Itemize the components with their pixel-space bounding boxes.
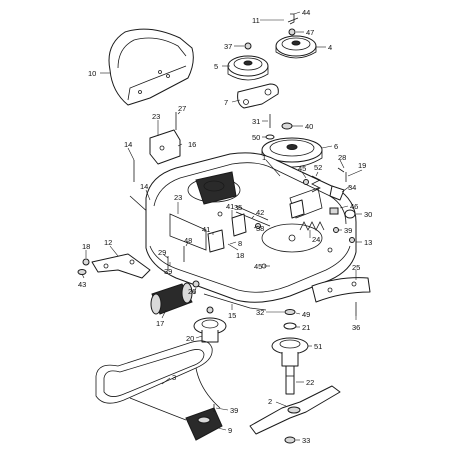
callout-14b: 14 xyxy=(140,182,148,191)
belt-cover-part xyxy=(108,28,194,106)
callout-11: 11 xyxy=(252,16,260,25)
callout-20: 20 xyxy=(186,334,194,343)
callout-labels: 1 2 3 4 5 6 7 8 9 10 11 12 13 14 14 15 1… xyxy=(78,8,372,445)
callout-28: 28 xyxy=(338,153,346,162)
front-bracket-12-part xyxy=(91,253,151,279)
callout-33: 33 xyxy=(302,436,310,445)
callout-18: 18 xyxy=(82,242,90,251)
callout-18b: 18 xyxy=(236,251,244,260)
callout-25: 25 xyxy=(352,263,360,272)
callout-4: 4 xyxy=(328,43,332,52)
right-stack-part xyxy=(329,207,356,243)
callout-46: 46 xyxy=(350,202,358,211)
callout-21: 21 xyxy=(302,323,310,332)
bracket-16-part xyxy=(149,112,181,165)
callout-19: 19 xyxy=(358,161,366,170)
callout-24: 24 xyxy=(312,235,320,244)
spindle-20-part xyxy=(193,306,227,343)
callout-43: 43 xyxy=(78,280,86,289)
callout-38: 38 xyxy=(256,224,264,233)
callout-13: 13 xyxy=(364,238,372,247)
callout-30: 30 xyxy=(364,210,372,219)
callout-5: 5 xyxy=(214,62,218,71)
callout-32: 32 xyxy=(256,308,264,317)
callout-51: 51 xyxy=(314,342,322,351)
spindle-pulley-part xyxy=(261,137,323,168)
nut-33-part xyxy=(284,436,296,444)
callout-52: 52 xyxy=(314,163,322,172)
callout-7: 7 xyxy=(224,98,228,107)
right-hardware-part xyxy=(289,167,347,219)
callout-42: 42 xyxy=(256,208,264,217)
callout-31: 31 xyxy=(252,117,260,126)
drive-belt-part xyxy=(95,340,221,421)
callout-26: 26 xyxy=(188,287,196,296)
callout-39c: 39 xyxy=(230,406,238,415)
callout-16: 16 xyxy=(188,140,196,149)
callout-34: 34 xyxy=(348,183,356,192)
callout-39: 39 xyxy=(344,226,352,235)
nut-40-part xyxy=(281,122,293,130)
callout-17: 17 xyxy=(156,319,164,328)
callout-22: 22 xyxy=(306,378,314,387)
hardware-43-part xyxy=(77,258,90,275)
callout-10: 10 xyxy=(88,69,96,78)
belt-tensioner-part xyxy=(185,407,223,441)
callout-8: 8 xyxy=(238,239,242,248)
callout-9: 9 xyxy=(228,426,232,435)
callout-35: 35 xyxy=(234,203,242,212)
callout-40: 40 xyxy=(305,122,313,131)
callout-14: 14 xyxy=(124,140,132,149)
hardware-29-part xyxy=(167,246,200,288)
rod-15-part xyxy=(203,293,267,311)
callout-49: 49 xyxy=(302,310,310,319)
pin-washer-part xyxy=(265,114,275,140)
spring-52-part xyxy=(303,175,321,193)
deck-hardware-part xyxy=(195,171,271,229)
hardware-top-part xyxy=(244,13,299,50)
callout-37: 37 xyxy=(224,42,232,51)
rear-bumper-part xyxy=(311,277,371,303)
callout-44: 44 xyxy=(302,8,310,17)
callout-1: 1 xyxy=(262,153,266,162)
mower-deck-part xyxy=(145,152,357,303)
shaft-22-part xyxy=(285,365,295,395)
idler-pulley-4-part xyxy=(275,35,317,59)
callout-45b: 45 xyxy=(254,262,262,271)
callout-12: 12 xyxy=(104,238,112,247)
callout-23b: 23 xyxy=(174,193,182,202)
callout-23: 23 xyxy=(152,112,160,121)
spindle-51-part xyxy=(271,337,309,367)
spring-24-part xyxy=(299,221,325,231)
callout-2: 2 xyxy=(268,397,272,406)
leader-lines xyxy=(81,11,363,441)
callout-47: 47 xyxy=(306,28,314,37)
blade-part xyxy=(249,385,341,435)
bracket-41-part xyxy=(207,213,247,253)
callout-27: 27 xyxy=(178,104,186,113)
callout-36: 36 xyxy=(352,323,360,332)
callout-39b: 39 xyxy=(164,267,172,276)
callout-41: 41 xyxy=(226,202,234,211)
idler-pulley-5-part xyxy=(227,55,269,81)
callout-50: 50 xyxy=(252,133,260,142)
callout-48: 48 xyxy=(184,236,192,245)
callout-3: 3 xyxy=(172,373,176,382)
callout-15: 15 xyxy=(228,311,236,320)
callout-45: 45 xyxy=(298,164,306,173)
anti-scalp-roller-part xyxy=(150,282,193,315)
callout-6: 6 xyxy=(334,142,338,151)
spindle-hardware-part xyxy=(283,309,297,330)
callout-29: 29 xyxy=(158,248,166,257)
idler-arm-part xyxy=(237,83,279,109)
callout-41b: 41 xyxy=(202,225,210,234)
